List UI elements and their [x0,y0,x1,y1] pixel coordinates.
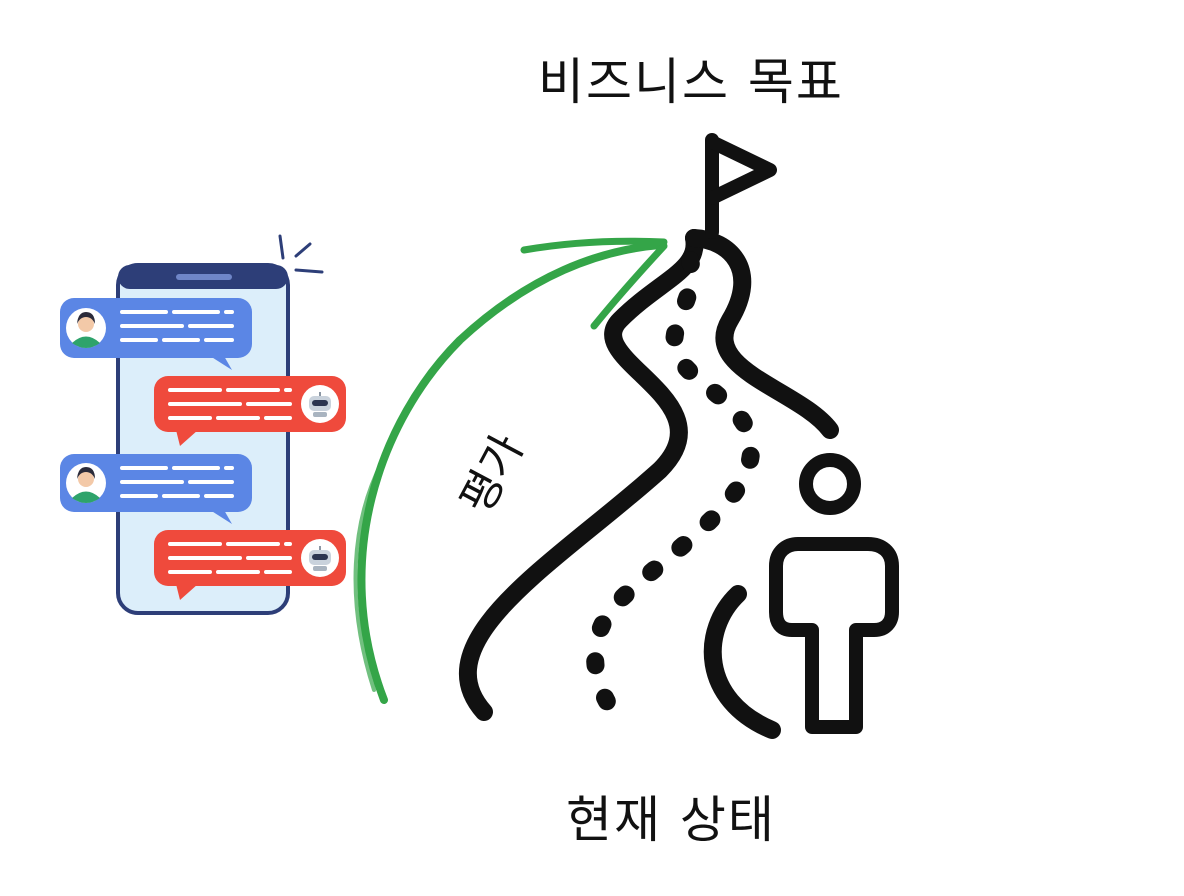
winding-road-icon [459,229,839,739]
chat-bubble-bot-2 [154,530,346,600]
chat-bubble-bot-1 [154,376,346,446]
chat-bubble-user-2 [60,454,252,524]
user-avatar-icon [66,308,106,348]
evaluation-arrow [353,237,668,704]
user-avatar-icon [66,463,106,503]
goal-flag-icon [705,133,777,239]
person-icon [769,453,899,734]
robot-avatar-icon [301,385,339,423]
chat-bubble-user-1 [60,298,252,370]
current-state-label: 현재 상태 [566,791,776,849]
robot-avatar-icon [301,539,339,577]
goal-label: 비즈니스 목표 [538,53,844,111]
